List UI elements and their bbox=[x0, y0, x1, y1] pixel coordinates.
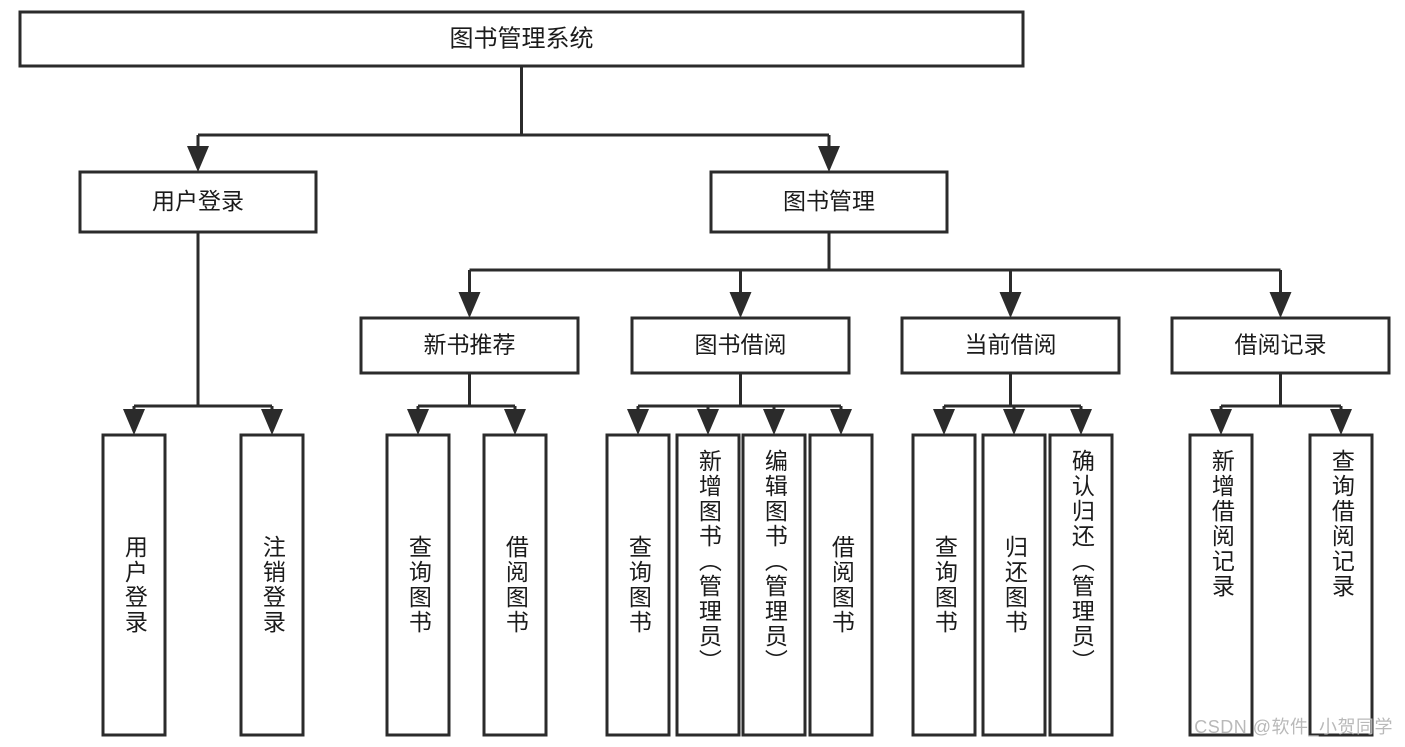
node-label-new-book-recommend: 新书推荐 bbox=[424, 332, 516, 358]
node-box-leaf-borrow-book-2 bbox=[808, 433, 874, 737]
node-box-leaf-edit-book bbox=[741, 433, 807, 737]
node-label-root: 图书管理系统 bbox=[450, 25, 594, 52]
node-box-leaf-query-book-3 bbox=[911, 433, 977, 737]
node-box-leaf-user-logout bbox=[239, 433, 305, 737]
node-box-new-book-recommend bbox=[359, 316, 580, 375]
node-box-book-borrow bbox=[630, 316, 851, 375]
node-box-leaf-return-book bbox=[981, 433, 1047, 737]
watermark-csdn: CSDN @软件_小贺同学 bbox=[1194, 717, 1393, 737]
node-box-current-borrow bbox=[900, 316, 1121, 375]
node-label-book-manage: 图书管理 bbox=[783, 188, 875, 214]
node-box-leaf-add-record bbox=[1188, 433, 1254, 737]
node-box-leaf-add-book bbox=[675, 433, 741, 737]
node-box-leaf-borrow-book-1 bbox=[482, 433, 548, 737]
connector-layer bbox=[123, 66, 1352, 435]
node-box-borrow-record bbox=[1170, 316, 1391, 375]
node-box-leaf-user-login bbox=[101, 433, 167, 737]
node-box-root bbox=[18, 10, 1025, 68]
node-box-leaf-query-record bbox=[1308, 433, 1374, 737]
node-label-current-borrow: 当前借阅 bbox=[965, 332, 1057, 358]
node-box-book-manage bbox=[709, 170, 949, 234]
node-box-leaf-confirm-return bbox=[1048, 433, 1114, 737]
node-label-user-login: 用户登录 bbox=[152, 188, 244, 214]
node-box-user-login bbox=[78, 170, 318, 234]
node-box-leaf-query-book-2 bbox=[605, 433, 671, 737]
node-box-leaf-query-book-1 bbox=[385, 433, 451, 737]
node-label-borrow-record: 借阅记录 bbox=[1235, 332, 1327, 358]
node-box-layer bbox=[18, 10, 1391, 737]
node-label-book-borrow: 图书借阅 bbox=[695, 332, 787, 358]
